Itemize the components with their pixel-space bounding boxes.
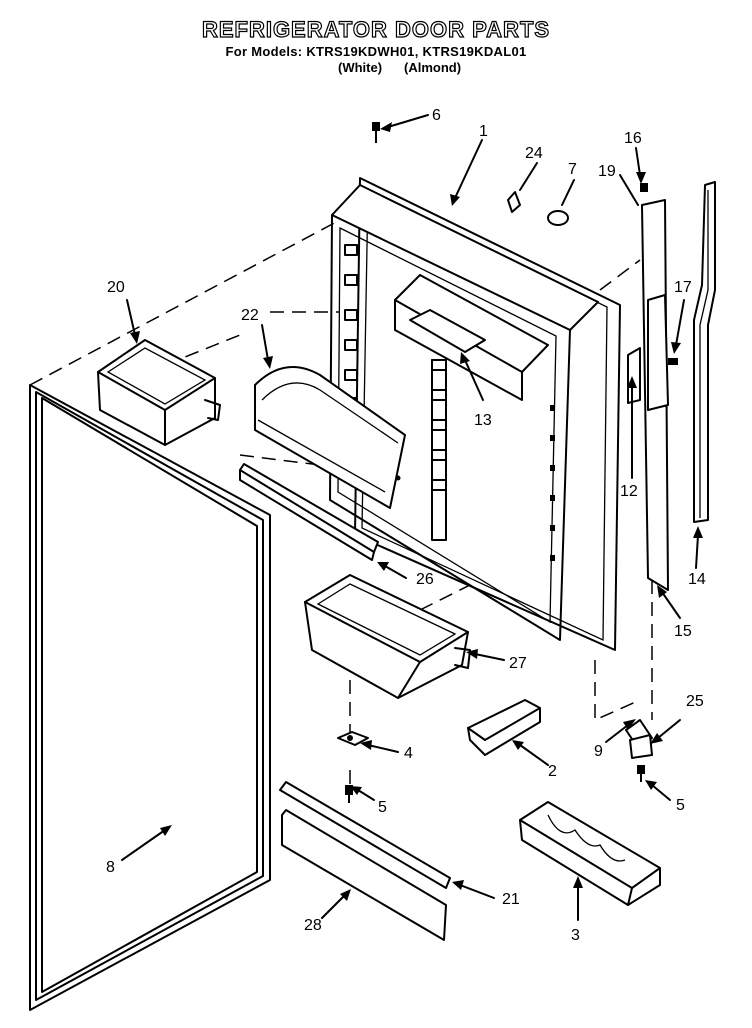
callout-1: 1 (479, 123, 488, 140)
callout-leaders (121, 114, 703, 921)
callout-19: 19 (598, 163, 616, 180)
callout-16: 16 (624, 130, 642, 147)
callout-27: 27 (509, 655, 527, 672)
callout-21: 21 (502, 891, 520, 908)
dairy-door (254, 366, 406, 509)
callout-28: 28 (304, 917, 322, 934)
door-bin-large (304, 574, 471, 699)
callout-numbers: 6 1 24 7 16 19 17 20 22 13 12 14 15 26 2… (106, 107, 706, 944)
handle-trim (693, 181, 716, 523)
diagram-title: REFRIGERATOR DOOR PARTS (201, 17, 551, 42)
callout-12: 12 (620, 483, 638, 500)
callout-17: 17 (674, 279, 692, 296)
door-gasket (29, 384, 271, 1011)
callout-26: 26 (416, 571, 434, 588)
callout-8: 8 (106, 859, 115, 876)
bottle-rack (519, 801, 661, 906)
variant-almond-label: (Almond) (404, 60, 462, 75)
hinge-bracket (337, 122, 678, 803)
callout-6: 6 (432, 107, 441, 124)
variant-white-label: (White) (338, 60, 383, 75)
callout-13: 13 (474, 412, 492, 429)
callout-2: 2 (548, 763, 557, 780)
door-bin-small (97, 339, 221, 446)
trim-strip (239, 463, 379, 561)
door-handle-assembly (625, 199, 669, 759)
model-list: For Models: KTRS19KDWH01, KTRS19KDAL01 (225, 44, 527, 59)
bottom-trim-strips (279, 781, 451, 941)
callout-7: 7 (568, 161, 577, 178)
door-stop-part-2 (467, 699, 541, 756)
callout-3: 3 (571, 927, 580, 944)
callout-9: 9 (594, 743, 603, 760)
small-plugs (507, 191, 569, 226)
callout-5-left: 5 (378, 799, 387, 816)
callout-5-right: 5 (676, 797, 685, 814)
callout-22: 22 (241, 307, 259, 324)
callout-24: 24 (525, 145, 543, 162)
callout-15: 15 (674, 623, 692, 640)
callout-25: 25 (686, 693, 704, 710)
callout-20: 20 (107, 279, 125, 296)
callout-14: 14 (688, 571, 706, 588)
callout-4: 4 (404, 745, 413, 762)
